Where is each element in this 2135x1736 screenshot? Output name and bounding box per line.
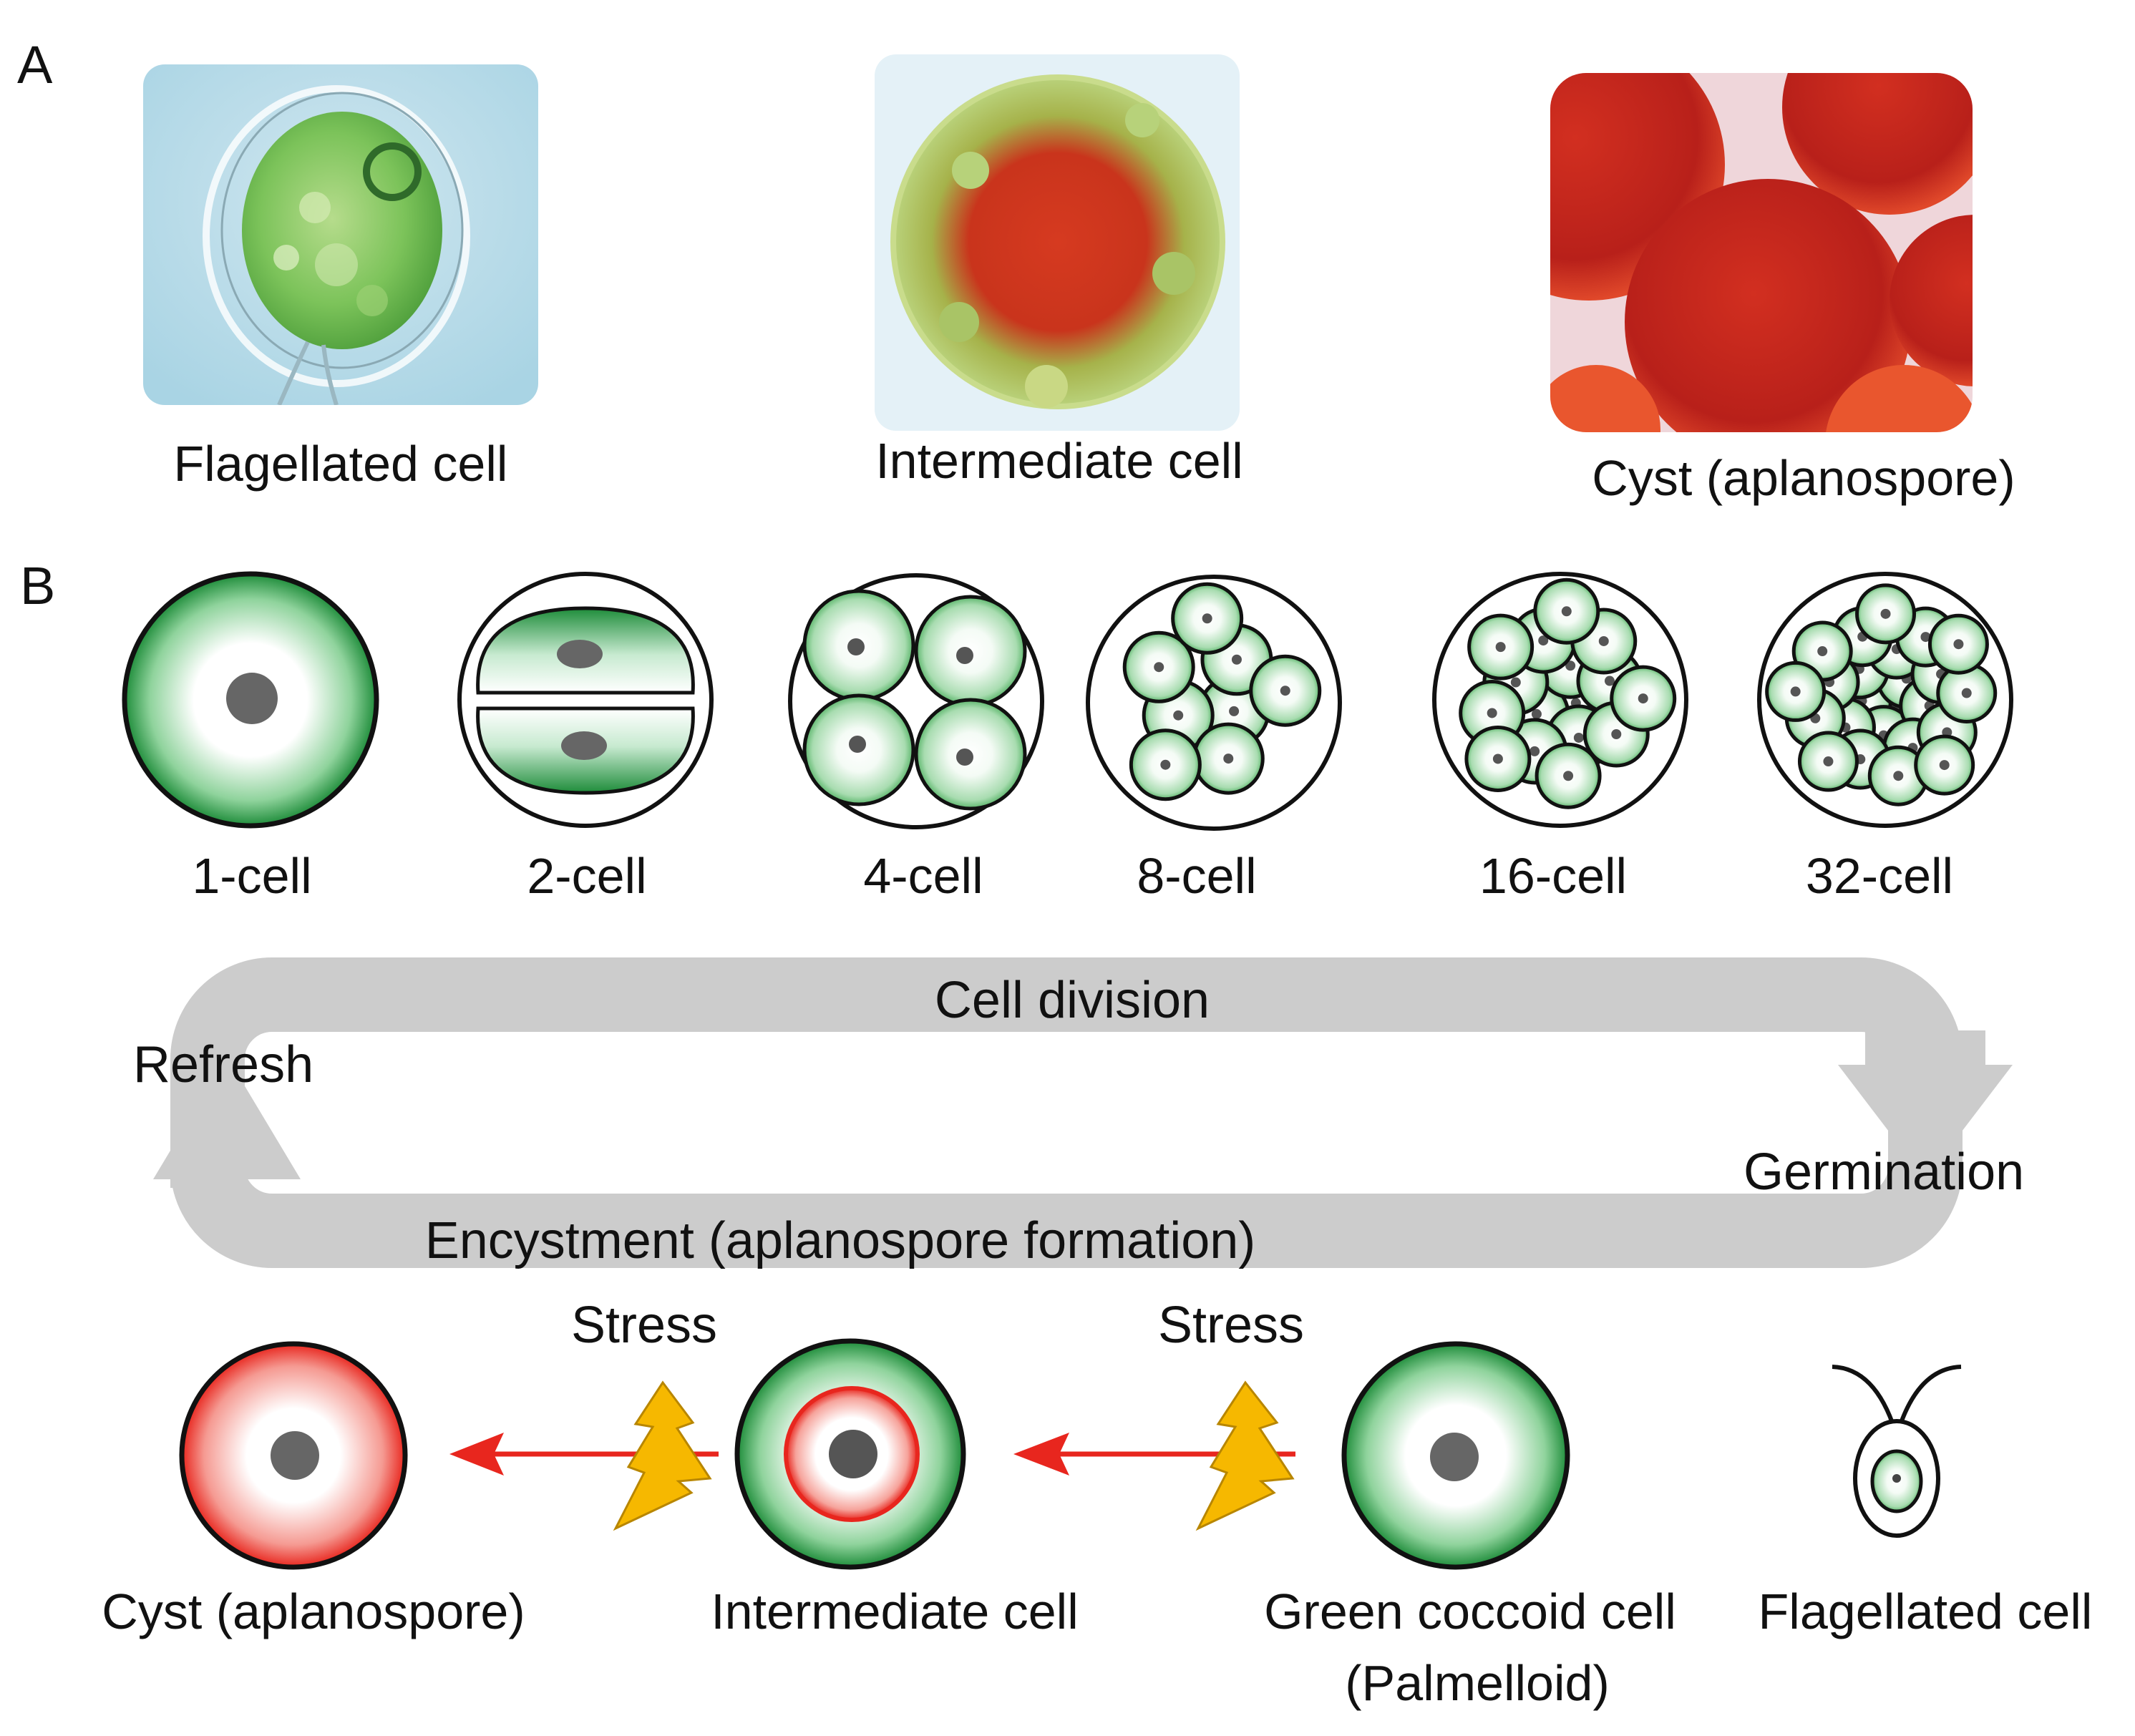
daughter-cell-nucleus: [1487, 708, 1497, 718]
flagellated-cell-diagram: [1832, 1365, 1962, 1538]
stage-1-cell-diagram: [122, 571, 379, 829]
stage-label-4-cell: 4-cell: [863, 848, 983, 904]
panel-a-letter: A: [17, 35, 53, 94]
cycle-label-cell-division: Cell division: [935, 972, 1210, 1029]
green-coccoid-cell-diagram: [1341, 1341, 1570, 1570]
daughter-cell-nucleus: [1817, 646, 1828, 657]
daughter-cell-nucleus: [1229, 706, 1240, 716]
daughter-cell-nucleus: [1529, 746, 1540, 756]
stage-label-flagellated: Flagellated cell: [1759, 1584, 2093, 1639]
cycle-label-encystment: Encystment (aplanospore formation): [425, 1212, 1256, 1269]
daughter-cell-nucleus: [1638, 693, 1648, 704]
lightning-bolt-icon: [1195, 1380, 1295, 1531]
daughter-cell-nucleus: [1961, 688, 1972, 698]
stage-label-16-cell: 16-cell: [1479, 848, 1627, 904]
daughter-cell-nucleus: [1495, 642, 1506, 653]
daughter-cell-nucleus: [1561, 606, 1572, 617]
stage-16-cell-diagram: [1432, 572, 1688, 828]
stress-label-right: Stress: [1158, 1297, 1304, 1354]
daughter-cell-nucleus: [1611, 729, 1622, 740]
daughter-cell-nucleus: [1231, 654, 1242, 665]
daughter-cell-nucleus: [1790, 686, 1801, 697]
panel-b-letter: B: [20, 556, 55, 615]
daughter-cell-nucleus: [1880, 608, 1891, 619]
stage-32-cell-diagram: [1757, 572, 2013, 828]
stage-label-cyst: Cyst (aplanospore): [102, 1584, 525, 1639]
daughter-cell-nucleus: [1538, 635, 1549, 646]
daughter-cell-nucleus: [1573, 732, 1584, 743]
photo-flagellated-cell: [143, 64, 538, 405]
intermediate-cell-diagram: [734, 1338, 966, 1570]
stage-label-green-coccoid: Green coccoid cell: [1264, 1584, 1676, 1639]
stage-4-cell-diagram: [788, 573, 1044, 829]
cycle-label-germination: Germination: [1743, 1143, 2024, 1201]
stage-label-1-cell: 1-cell: [192, 848, 311, 904]
daughter-cell-nucleus: [1223, 754, 1234, 764]
stage-8-cell-diagram: [1086, 575, 1342, 831]
daughter-cell-nucleus: [1565, 660, 1576, 671]
stage-label-palmelloid: (Palmelloid): [1345, 1655, 1610, 1711]
life-cycle-arrow: [153, 957, 2013, 1268]
photo-intermediate-cell: [875, 54, 1240, 431]
daughter-cell-nucleus: [1202, 613, 1212, 624]
daughter-cell-nucleus: [1531, 708, 1542, 719]
daughter-cell-nucleus: [1160, 759, 1171, 770]
photo-label-flagellated: Flagellated cell: [174, 436, 508, 492]
daughter-cell-nucleus: [1492, 754, 1503, 764]
photo-cyst: [1550, 73, 1973, 432]
daughter-cell-nucleus: [1280, 686, 1290, 696]
stage-label-intermediate: Intermediate cell: [711, 1584, 1079, 1639]
daughter-cell-nucleus: [1953, 639, 1964, 650]
stage-label-8-cell: 8-cell: [1137, 848, 1256, 904]
daughter-cell-nucleus: [1823, 756, 1834, 767]
stage-label-32-cell: 32-cell: [1806, 848, 1953, 904]
daughter-cell-nucleus: [1598, 635, 1609, 646]
daughter-cell-nucleus: [1510, 677, 1521, 688]
stage-label-2-cell: 2-cell: [527, 848, 646, 904]
stage-2-cell-diagram: [457, 572, 714, 828]
cycle-label-refresh: Refresh: [133, 1036, 313, 1093]
stress-label-left: Stress: [571, 1297, 717, 1354]
photo-label-cyst: Cyst (aplanospore): [1592, 450, 2015, 506]
daughter-cell-nucleus: [1154, 662, 1164, 673]
daughter-cell-nucleus: [1920, 632, 1931, 643]
photo-label-intermediate: Intermediate cell: [875, 433, 1243, 489]
lightning-bolt-icon: [613, 1380, 712, 1531]
daughter-cell-nucleus: [1563, 771, 1574, 781]
daughter-cell-nucleus: [1939, 760, 1950, 771]
daughter-cell-nucleus: [1173, 710, 1184, 721]
daughter-cell-nucleus: [1893, 771, 1904, 781]
daughter-cell-nucleus: [1604, 676, 1615, 686]
cyst-cell-diagram: [179, 1341, 408, 1570]
